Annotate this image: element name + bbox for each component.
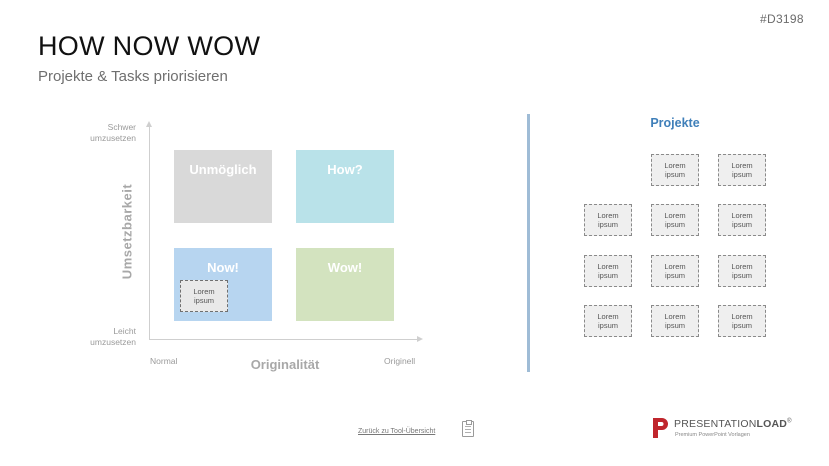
quadrant-wow[interactable]: Wow! bbox=[296, 248, 394, 321]
project-card[interactable]: Lorem ipsum bbox=[718, 305, 766, 337]
y-bottom-label-line2: umzusetzen bbox=[90, 337, 136, 347]
project-card[interactable]: Lorem ipsum bbox=[584, 305, 632, 337]
card-text-line2: ipsum bbox=[664, 220, 685, 229]
quadrant-label: How? bbox=[327, 162, 363, 177]
back-to-overview-link[interactable]: Zurück zu Tool-Übersicht bbox=[358, 428, 436, 435]
card-text-line2: ipsum bbox=[731, 271, 752, 280]
page-subtitle: Projekte & Tasks priorisieren bbox=[38, 68, 228, 85]
y-axis-title: Umsetzbarkeit bbox=[119, 183, 135, 280]
card-text-line1: Lorem bbox=[597, 211, 619, 220]
project-card[interactable]: Lorem ipsum bbox=[718, 154, 766, 186]
card-text-line2: ipsum bbox=[664, 271, 685, 280]
card-text-line1: Lorem bbox=[597, 312, 619, 321]
projects-heading: Projekte bbox=[650, 116, 700, 130]
quadrant-label: Unmöglich bbox=[189, 162, 257, 177]
clipboard-icon[interactable] bbox=[462, 420, 474, 437]
y-top-label-line1: Schwer bbox=[107, 122, 136, 132]
card-text-line2: ipsum bbox=[597, 321, 618, 330]
quadrant-label: Wow! bbox=[327, 260, 363, 275]
slide-code: #D3198 bbox=[760, 12, 804, 26]
y-bottom-label: Leicht umzusetzen bbox=[70, 326, 136, 348]
project-card[interactable]: Lorem ipsum bbox=[651, 255, 699, 287]
card-text-line1: Lorem bbox=[731, 161, 753, 170]
project-card[interactable]: Lorem ipsum bbox=[651, 204, 699, 236]
card-text-line1: Lorem bbox=[597, 262, 619, 271]
card-text-line1: Lorem bbox=[664, 211, 686, 220]
card-text-line2: ipsum bbox=[731, 220, 752, 229]
card-text-line2: ipsum bbox=[597, 220, 618, 229]
project-card[interactable]: Lorem ipsum bbox=[651, 154, 699, 186]
card-text-line1: Lorem bbox=[731, 211, 753, 220]
card-text-line2: ipsum bbox=[664, 321, 685, 330]
card-text-line1: Lorem bbox=[664, 312, 686, 321]
quadrant-label: Now! bbox=[207, 260, 239, 275]
card-text-line2: ipsum bbox=[731, 321, 752, 330]
card-text-line2: ipsum bbox=[731, 170, 752, 179]
card-text-line1: Lorem bbox=[664, 161, 686, 170]
y-axis bbox=[149, 125, 150, 340]
project-card[interactable]: Lorem ipsum bbox=[718, 255, 766, 287]
project-card[interactable]: Lorem ipsum bbox=[584, 204, 632, 236]
quadrant-how[interactable]: How? bbox=[296, 150, 394, 223]
x-axis bbox=[149, 339, 419, 340]
card-text-line1: Lorem bbox=[731, 262, 753, 271]
y-bottom-label-line1: Leicht bbox=[113, 326, 136, 336]
x-axis-title: Originalität bbox=[250, 357, 320, 372]
card-text-line1: Lorem bbox=[193, 287, 215, 296]
presentationload-logo-icon bbox=[653, 418, 668, 438]
y-top-label: Schwer umzusetzen bbox=[70, 122, 136, 144]
logo-word-load: LOAD bbox=[756, 418, 788, 430]
section-divider bbox=[527, 114, 530, 372]
x-left-label: Normal bbox=[150, 356, 178, 366]
placed-task-card[interactable]: Lorem ipsum bbox=[180, 280, 228, 312]
y-axis-arrow bbox=[146, 121, 152, 127]
project-card[interactable]: Lorem ipsum bbox=[718, 204, 766, 236]
page-title: HOW NOW WOW bbox=[38, 31, 261, 61]
card-text-line1: Lorem bbox=[731, 312, 753, 321]
logo-word-presentation: PRESENTATION bbox=[674, 418, 757, 430]
presentationload-logo-text: PRESENTATIONLOAD® bbox=[674, 418, 792, 430]
x-right-label: Originell bbox=[384, 356, 416, 366]
card-text-line1: Lorem bbox=[664, 262, 686, 271]
card-text-line2: ipsum bbox=[664, 170, 685, 179]
card-text-line2: ipsum bbox=[193, 296, 214, 305]
quadrant-unmoeglich[interactable]: Unmöglich bbox=[174, 150, 272, 223]
x-axis-arrow bbox=[417, 336, 423, 342]
project-card[interactable]: Lorem ipsum bbox=[651, 305, 699, 337]
project-card[interactable]: Lorem ipsum bbox=[584, 255, 632, 287]
y-top-label-line2: umzusetzen bbox=[90, 133, 136, 143]
card-text-line2: ipsum bbox=[597, 271, 618, 280]
logo-registered-mark: ® bbox=[787, 418, 792, 425]
logo-tagline: Premium PowerPoint Vorlagen bbox=[675, 432, 750, 438]
